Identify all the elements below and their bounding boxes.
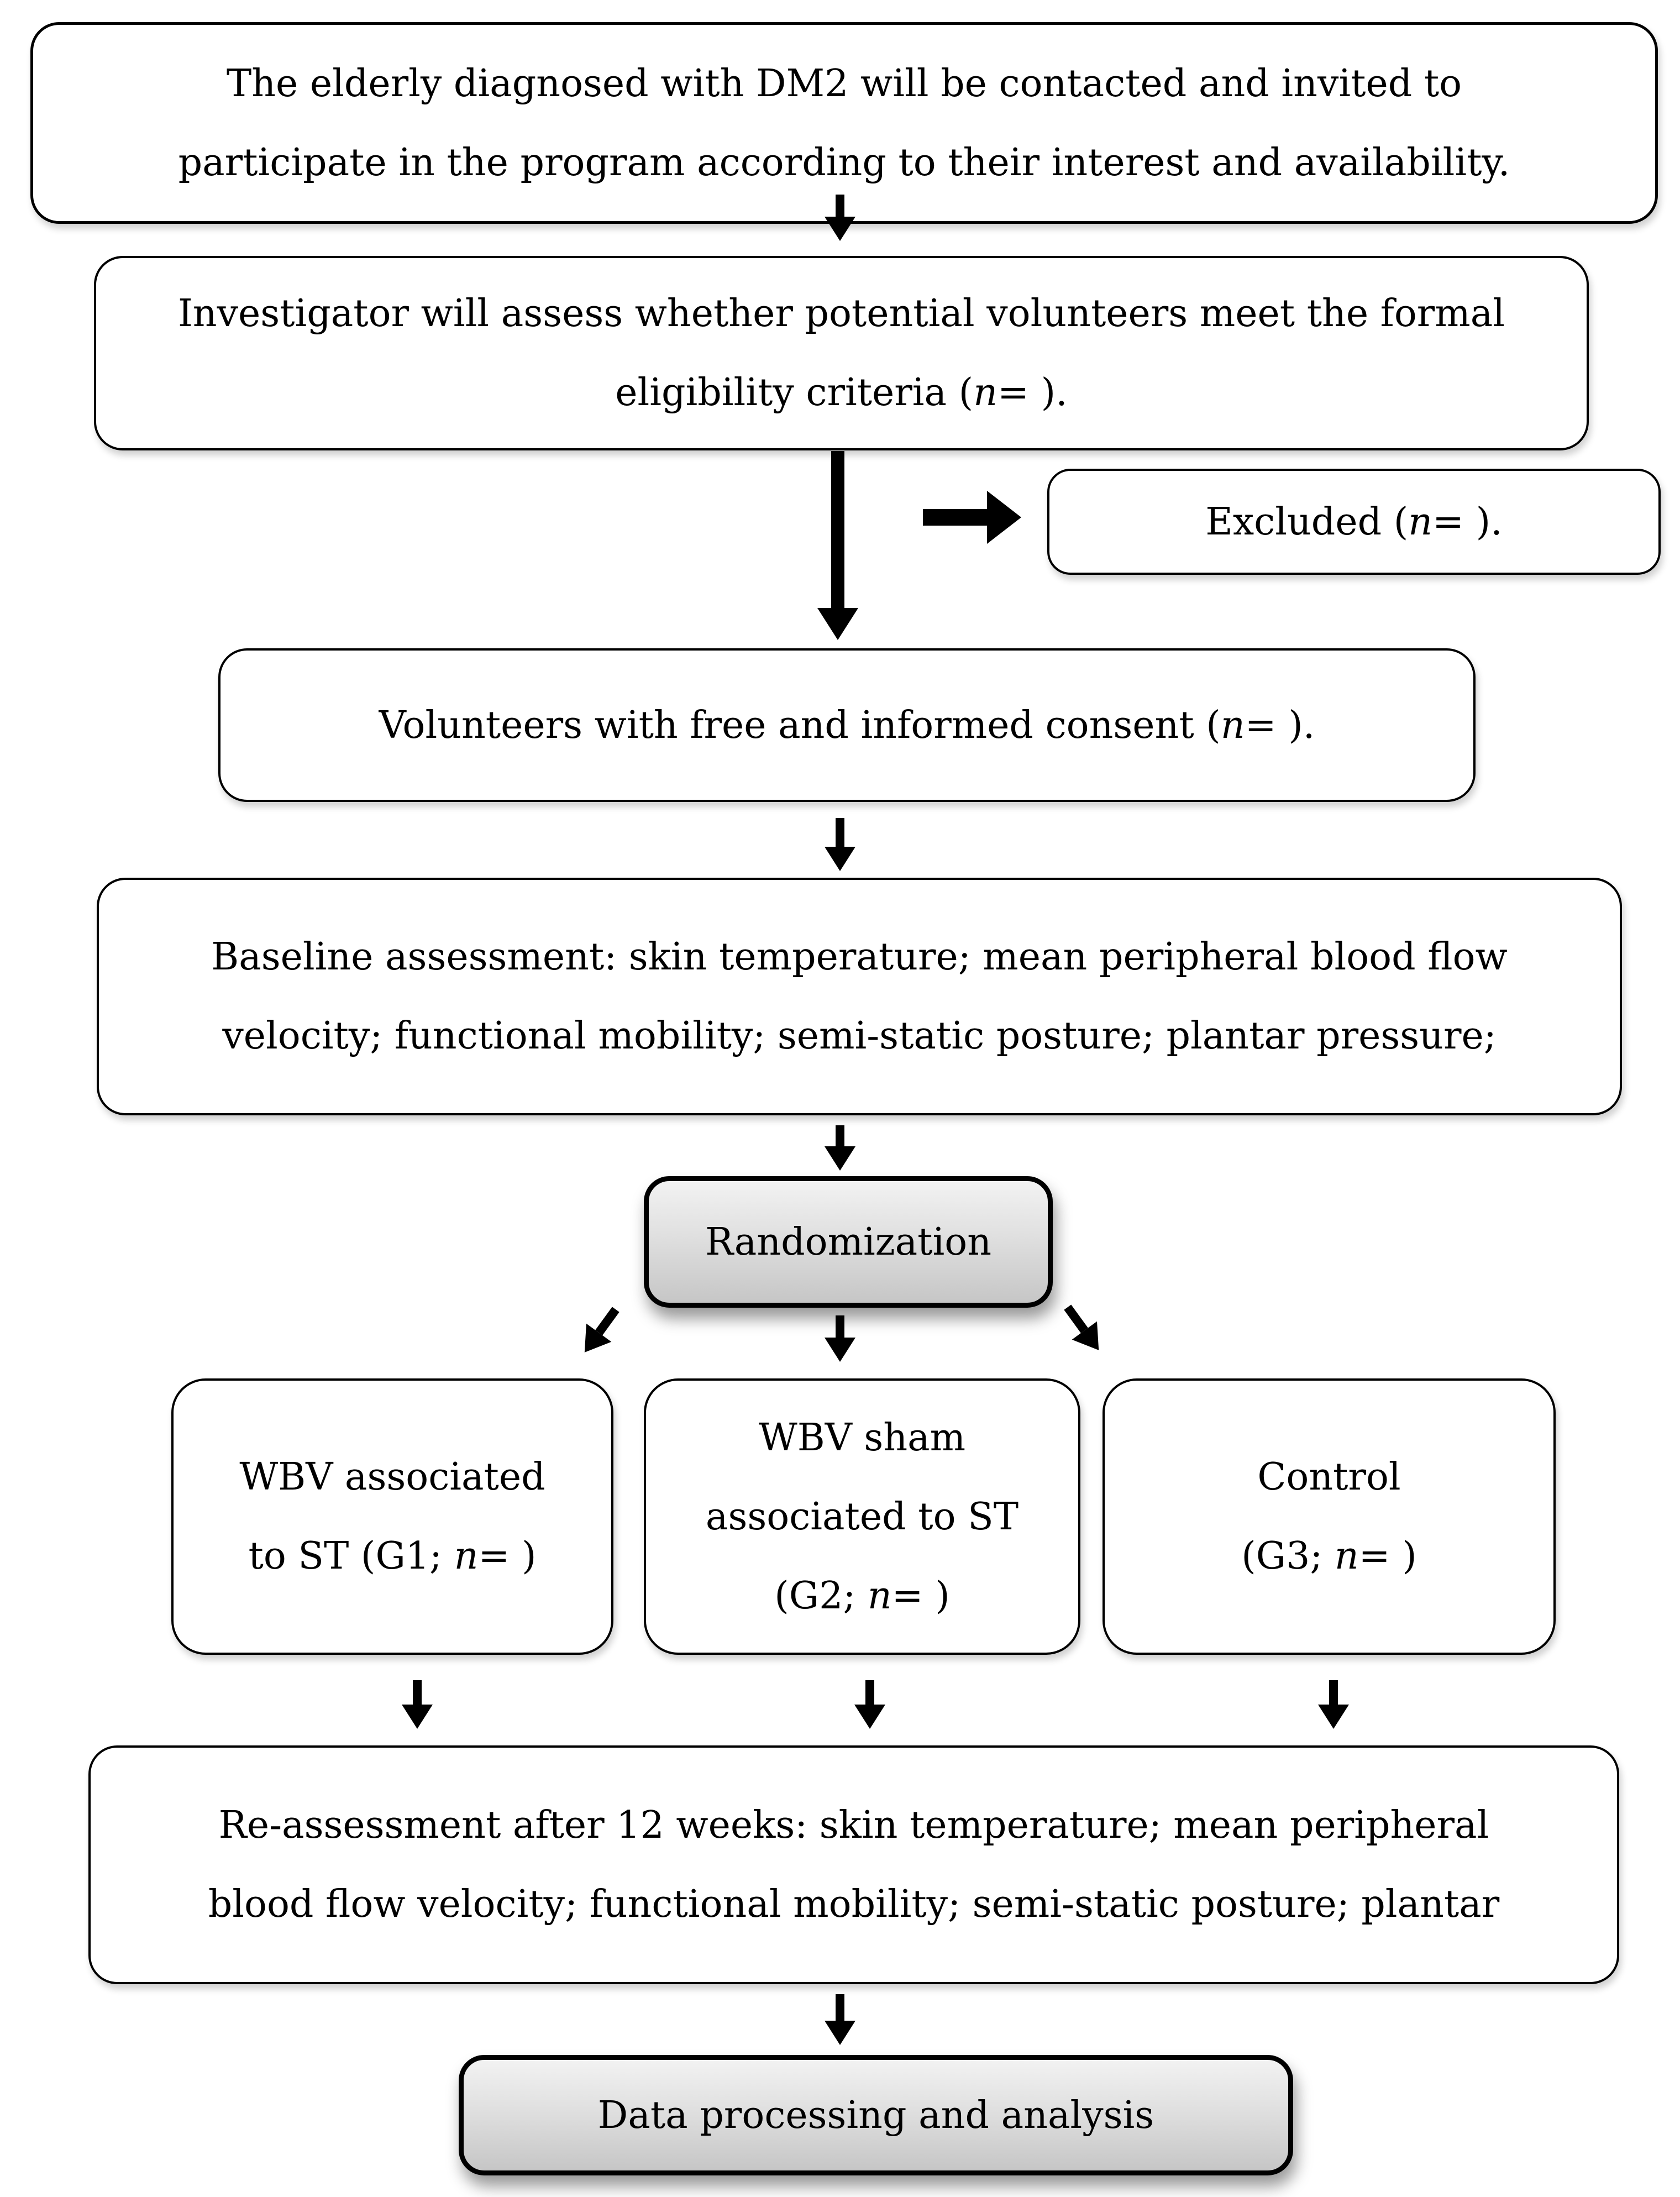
- down-arrow-icon: [825, 818, 855, 871]
- box-text-line: participate in the program according to …: [178, 140, 1510, 185]
- arrow-shaft: [1064, 1304, 1088, 1333]
- arrow-head: [825, 217, 855, 241]
- arrow-shaft: [865, 1680, 874, 1705]
- box-reassessment-text: Re-assessment after 12 weeks: skin tempe…: [208, 1786, 1500, 1944]
- n-variable: n: [1408, 500, 1433, 544]
- n-variable: n: [1334, 1534, 1359, 1578]
- n-variable: n: [867, 1574, 892, 1618]
- arrow-head: [817, 608, 858, 640]
- down-arrow-icon: [402, 1680, 433, 1729]
- box-group1-text: WBV associated to ST (G1; n= ): [239, 1438, 545, 1596]
- box-text-line: Randomization: [705, 1220, 991, 1264]
- box-data-processing: Data processing and analysis: [459, 2055, 1293, 2175]
- box-text-line: (G2; n= ): [706, 1556, 1019, 1635]
- box-text-line: Data processing and analysis: [597, 2093, 1154, 2137]
- down-arrow-icon: [825, 195, 855, 241]
- arrow-shaft: [836, 1994, 844, 2021]
- arrow-shaft: [923, 509, 987, 526]
- text-segment: eligibility criteria (: [615, 371, 974, 415]
- box-baseline-assessment: Baseline assessment: skin temperature; m…: [97, 878, 1622, 1115]
- arrow-head: [825, 1338, 855, 1362]
- box-excluded: Excluded (n= ).: [1047, 469, 1661, 575]
- box-group-control: Control (G3; n= ): [1102, 1378, 1556, 1655]
- box-recruitment: The elderly diagnosed with DM2 will be c…: [30, 22, 1658, 224]
- n-variable: n: [454, 1534, 479, 1578]
- box-eligibility: Investigator will assess whether potenti…: [94, 256, 1589, 450]
- box-consent: Volunteers with free and informed consen…: [218, 648, 1476, 802]
- down-arrow-icon: [854, 1680, 885, 1729]
- box-text-line: Excluded (n= ).: [1205, 483, 1503, 562]
- n-variable: n: [973, 371, 998, 415]
- arrow-head: [825, 1146, 855, 1171]
- arrow-head: [854, 1705, 885, 1729]
- text-segment: Volunteers with free and informed consen…: [379, 703, 1221, 747]
- n-variable: n: [1220, 703, 1245, 747]
- arrow-shaft: [831, 451, 844, 608]
- text-segment: = ).: [1245, 703, 1315, 747]
- arrow-head: [402, 1705, 433, 1729]
- down-arrow-icon: [825, 1315, 855, 1362]
- text-segment: = ): [891, 1574, 950, 1618]
- box-text-line: associated to ST: [705, 1495, 1019, 1539]
- down-arrow-icon: [825, 1994, 855, 2045]
- down-arrow-icon: [817, 451, 858, 640]
- box-recruitment-text: The elderly diagnosed with DM2 will be c…: [179, 44, 1510, 202]
- down-right-arrow-icon: [1055, 1298, 1111, 1360]
- box-randomization: Randomization: [644, 1176, 1053, 1308]
- text-segment: (G2;: [774, 1574, 868, 1618]
- box-text-line: Re-assessment after 12 weeks: skin tempe…: [218, 1803, 1489, 1847]
- down-arrow-icon: [1318, 1680, 1349, 1729]
- text-segment: = ): [1358, 1534, 1417, 1578]
- box-text-line: The elderly diagnosed with DM2 will be c…: [226, 61, 1462, 106]
- box-text-line: Volunteers with free and informed consen…: [379, 686, 1315, 765]
- box-text-line: to ST (G1; n= ): [239, 1517, 545, 1596]
- arrow-shaft: [595, 1307, 620, 1335]
- arrow-shaft: [1329, 1680, 1338, 1705]
- arrow-head: [825, 847, 855, 871]
- text-segment: = ).: [998, 371, 1068, 415]
- text-segment: (G3;: [1241, 1534, 1335, 1578]
- arrow-shaft: [836, 818, 844, 847]
- text-segment: Excluded (: [1205, 500, 1409, 544]
- box-text-line: Investigator will assess whether potenti…: [177, 292, 1505, 335]
- box-text-line: WBV associated: [239, 1455, 545, 1499]
- box-group-wbv-st: WBV associated to ST (G1; n= ): [171, 1378, 613, 1655]
- box-text-line: Control: [1257, 1455, 1401, 1499]
- arrow-head: [1318, 1705, 1349, 1729]
- arrow-shaft: [413, 1680, 422, 1705]
- down-arrow-icon: [825, 1125, 855, 1171]
- box-reassessment: Re-assessment after 12 weeks: skin tempe…: [88, 1745, 1619, 1984]
- box-text-line: blood flow velocity; functional mobility…: [208, 1883, 1500, 1926]
- arrow-shaft: [836, 1125, 844, 1146]
- right-arrow-icon: [923, 490, 1021, 545]
- box-group2-text: WBV sham associated to ST (G2; n= ): [706, 1398, 1019, 1635]
- box-text-line: WBV sham: [758, 1415, 966, 1460]
- box-text-line: Baseline assessment: skin temperature; m…: [211, 935, 1508, 979]
- box-eligibility-text: Investigator will assess whether potenti…: [178, 274, 1505, 432]
- box-baseline-text: Baseline assessment: skin temperature; m…: [211, 917, 1508, 1076]
- box-text-line: velocity; functional mobility; semi-stat…: [222, 1014, 1497, 1058]
- box-text-line: eligibility criteria (n= ).: [178, 353, 1505, 432]
- arrow-shaft: [836, 1315, 844, 1338]
- box-group-wbv-sham-st: WBV sham associated to ST (G2; n= ): [644, 1378, 1080, 1655]
- text-segment: to ST (G1;: [248, 1534, 454, 1578]
- arrow-head: [987, 491, 1021, 544]
- text-segment: = ).: [1432, 500, 1503, 544]
- box-text-line: (G3; n= ): [1241, 1517, 1417, 1596]
- arrow-head: [825, 2021, 855, 2045]
- down-left-arrow-icon: [572, 1301, 628, 1362]
- arrow-shaft: [836, 195, 844, 217]
- text-segment: = ): [478, 1534, 537, 1578]
- box-group3-text: Control (G3; n= ): [1241, 1438, 1417, 1596]
